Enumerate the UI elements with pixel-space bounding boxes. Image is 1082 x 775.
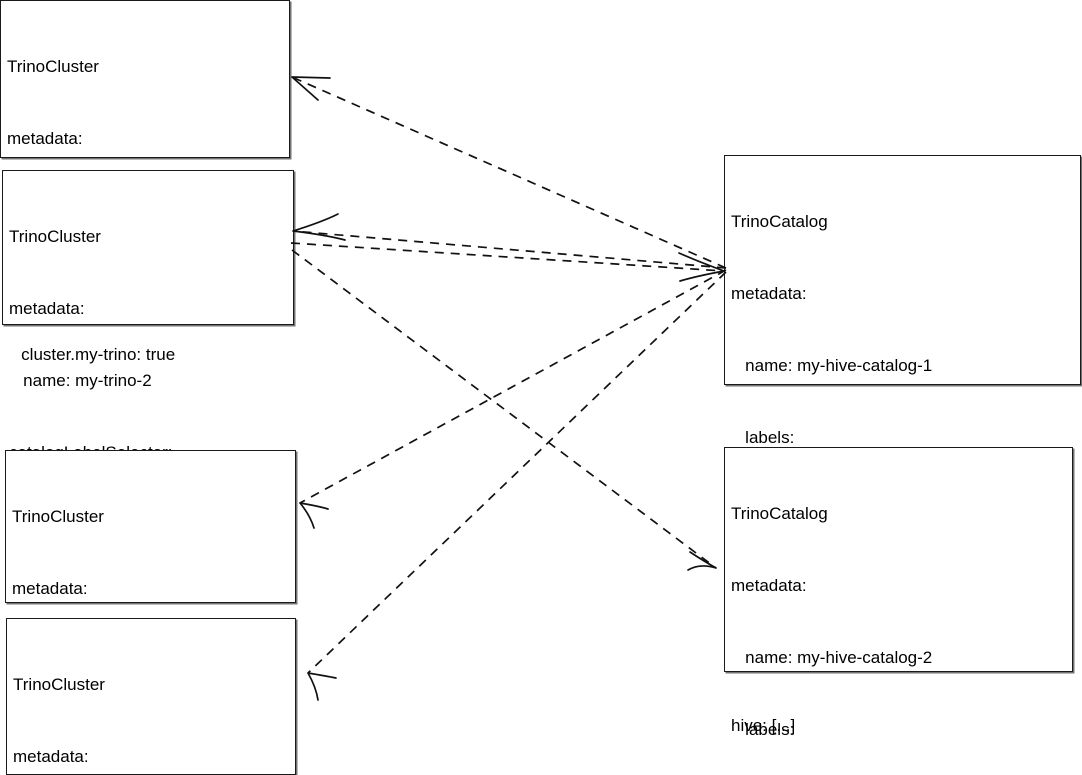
node-line: TrinoCatalog (731, 212, 828, 231)
node-line: name: my-hive-catalog-2 (731, 648, 933, 667)
node-line: metadata: (731, 284, 807, 303)
node-body: TrinoCluster metadata: name: my-trino-gr… (7, 619, 295, 775)
node-trinocluster-my-trino[interactable]: TrinoCluster metadata: name: my-trino ca… (0, 0, 290, 364)
node-trinocatalog-my-hive-catalog-1[interactable]: TrinoCatalog metadata: name: my-hive-cat… (724, 155, 1081, 735)
edge-line (290, 242, 725, 272)
node-line: TrinoCluster (13, 675, 105, 694)
arrowhead (292, 213, 346, 241)
edge-cluster-my-trino-2-to-catalog2 (291, 249, 717, 571)
arrowhead (687, 551, 717, 571)
node-line: name: my-trino-2 (9, 371, 152, 390)
node-line: TrinoCluster (9, 227, 101, 246)
node-line: metadata: (12, 579, 88, 598)
edge-line (291, 249, 717, 569)
node-line: name: my-hive-catalog-1 (731, 356, 933, 375)
edge-line (291, 76, 727, 269)
node-line: TrinoCatalog (731, 504, 828, 523)
arrowhead (307, 672, 337, 701)
node-line: metadata: (9, 299, 85, 318)
arrowhead (299, 502, 329, 529)
node-line: hive: [...] (731, 716, 796, 735)
node-trinocluster-my-trino-green[interactable]: TrinoCluster metadata: name: my-trino-gr… (6, 618, 296, 775)
node-line: labels: (731, 428, 795, 447)
node-line: metadata: (7, 129, 83, 148)
node-line: labels: (731, 720, 795, 739)
edge-line (299, 269, 727, 504)
arrowhead (291, 76, 331, 101)
edge-line (292, 230, 727, 269)
edge-catalog1-to-cluster-my-trino (291, 76, 727, 269)
node-line: metadata: (731, 576, 807, 595)
node-line: TrinoCluster (12, 507, 104, 526)
node-line: metadata: (13, 747, 89, 766)
edge-catalog1-to-cluster-my-trino-2 (292, 213, 727, 269)
edge-cluster-my-trino-2-to-catalog1 (290, 242, 725, 282)
node-trinocluster-my-trino-2[interactable]: TrinoCluster metadata: name: my-trino-2 … (2, 170, 294, 534)
node-line: cluster.my-trino: true (7, 345, 176, 364)
node-trinocluster-my-trino-blue[interactable]: TrinoCluster metadata: name: my-trino-bl… (5, 450, 296, 742)
edge-line (307, 271, 727, 674)
arrowhead (678, 252, 725, 282)
edge-catalog1-to-cluster-my-trino-blue (299, 269, 727, 529)
node-line: TrinoCluster (7, 57, 99, 76)
edge-catalog1-to-cluster-my-trino-green (307, 271, 727, 701)
node-trinocatalog-my-hive-catalog-2[interactable]: TrinoCatalog metadata: name: my-hive-cat… (724, 447, 1073, 739)
node-body: TrinoCatalog metadata: name: my-hive-cat… (725, 448, 1072, 775)
